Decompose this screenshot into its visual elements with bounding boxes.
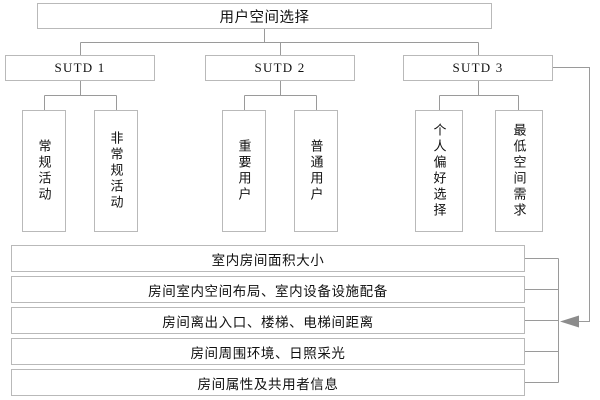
node-bar-interior-layout-equipment[interactable]: 房间室内空间布局、室内设备设施配备 bbox=[11, 276, 525, 303]
node-group-sutd-3[interactable]: SUTD 3 bbox=[403, 55, 553, 81]
node-leaf-minimum-space-requirement[interactable]: 最低空间需求 bbox=[495, 110, 543, 232]
node-group-sutd-1[interactable]: SUTD 1 bbox=[5, 55, 155, 81]
node-leaf-personal-preference[interactable]: 个人偏好选择 bbox=[415, 110, 463, 232]
node-leaf-5-label: 个人偏好选择 bbox=[431, 123, 447, 219]
node-leaf-regular-activity[interactable]: 常规活动 bbox=[22, 110, 66, 232]
node-bar-4-label: 房间周围环境、日照采光 bbox=[190, 345, 346, 361]
node-bar-room-area[interactable]: 室内房间面积大小 bbox=[11, 245, 525, 272]
node-group-3-label: SUTD 3 bbox=[452, 60, 504, 75]
node-group-sutd-2[interactable]: SUTD 2 bbox=[205, 55, 355, 81]
node-leaf-ordinary-user[interactable]: 普通用户 bbox=[294, 110, 338, 232]
node-bar-room-attributes-sharers[interactable]: 房间属性及共用者信息 bbox=[11, 369, 525, 396]
node-leaf-3-label: 重要用户 bbox=[236, 139, 252, 203]
node-leaf-6-label: 最低空间需求 bbox=[511, 123, 527, 219]
node-root-user-space-selection[interactable]: 用户空间选择 bbox=[37, 3, 492, 29]
feedback-arrowhead bbox=[560, 315, 579, 328]
node-bar-3-label: 房间离出入口、楼梯、电梯间距离 bbox=[162, 314, 374, 330]
node-leaf-4-label: 普通用户 bbox=[308, 139, 324, 203]
node-bar-surroundings-daylight[interactable]: 房间周围环境、日照采光 bbox=[11, 338, 525, 365]
node-leaf-1-label: 常规活动 bbox=[36, 139, 52, 203]
node-root-label: 用户空间选择 bbox=[219, 9, 310, 26]
node-group-1-label: SUTD 1 bbox=[54, 60, 106, 75]
node-bar-distance-to-entrance-stairs-elevator[interactable]: 房间离出入口、楼梯、电梯间距离 bbox=[11, 307, 525, 334]
node-bar-2-label: 房间室内空间布局、室内设备设施配备 bbox=[148, 283, 388, 299]
edge-feedback-path bbox=[553, 66, 591, 323]
node-leaf-important-user[interactable]: 重要用户 bbox=[222, 110, 266, 232]
node-bar-1-label: 室内房间面积大小 bbox=[211, 252, 325, 268]
node-leaf-2-label: 非常规活动 bbox=[108, 131, 124, 211]
node-bar-5-label: 房间属性及共用者信息 bbox=[197, 376, 339, 392]
node-group-2-label: SUTD 2 bbox=[254, 60, 306, 75]
node-leaf-irregular-activity[interactable]: 非常规活动 bbox=[94, 110, 138, 232]
